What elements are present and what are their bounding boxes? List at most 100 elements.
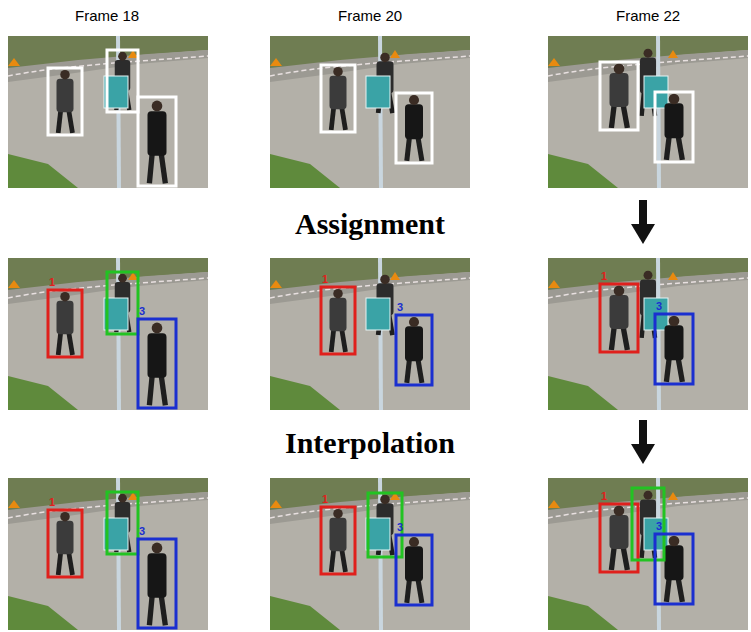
person-head	[669, 536, 680, 547]
frame-heading: Frame 22	[616, 8, 680, 23]
person-head	[409, 317, 419, 327]
video-frame	[270, 36, 470, 188]
step-heading: Assignment	[295, 209, 445, 239]
traffic-cone	[8, 500, 20, 508]
track-id: 3	[139, 526, 145, 537]
person-head	[152, 323, 163, 334]
track-id: 1	[49, 497, 55, 508]
person-head	[644, 491, 653, 500]
person-head	[614, 63, 625, 74]
bounding-box	[655, 314, 693, 384]
pole	[658, 36, 659, 188]
person-coat	[330, 298, 347, 332]
pavement	[548, 258, 748, 410]
tape	[270, 498, 470, 518]
sign	[366, 76, 390, 108]
grass	[8, 376, 78, 410]
bounding-box	[321, 287, 355, 354]
person-head	[380, 495, 390, 505]
person-coat	[57, 79, 74, 113]
pavement	[270, 258, 470, 410]
person-head	[669, 316, 680, 327]
person-coat	[665, 545, 684, 580]
grass	[270, 596, 340, 630]
video-frame	[8, 478, 208, 630]
traffic-cone	[668, 50, 678, 58]
bounding-box	[48, 290, 82, 357]
track-id: 1	[601, 271, 607, 282]
person-head	[152, 543, 163, 554]
person-coat	[330, 76, 347, 110]
track-id: 1	[49, 277, 55, 288]
person-head	[614, 285, 625, 296]
traffic-cone	[548, 500, 560, 508]
traffic-cone	[548, 280, 560, 288]
video-frame	[270, 478, 470, 630]
bounding-box	[107, 50, 138, 112]
person-head	[60, 70, 70, 80]
traffic-cone	[668, 492, 678, 500]
grass	[8, 596, 78, 630]
frame-heading: Frame 18	[75, 8, 139, 23]
person-coat	[610, 73, 629, 107]
track-id: 3	[397, 522, 403, 533]
bounding-box	[632, 488, 664, 560]
person-head	[380, 275, 390, 285]
grass	[270, 376, 340, 410]
person-coat	[665, 103, 684, 138]
bounding-box	[138, 97, 176, 186]
traffic-cone	[270, 280, 282, 288]
person-head	[60, 512, 70, 522]
bounding-box	[655, 534, 693, 604]
video-frame	[548, 36, 748, 188]
pavement	[548, 36, 748, 188]
video-frame	[8, 258, 208, 410]
grass	[270, 154, 340, 188]
video-frame	[548, 258, 748, 410]
person-head	[333, 289, 343, 299]
track-id: 3	[656, 301, 662, 312]
pole	[658, 258, 659, 410]
track-id: 3	[397, 302, 403, 313]
pavement	[8, 36, 208, 188]
traffic-cone	[270, 58, 282, 66]
grass	[548, 376, 618, 410]
bounding-box	[655, 92, 693, 162]
bounding-box	[138, 539, 176, 628]
track-id: 3	[139, 306, 145, 317]
bounding-box	[396, 535, 432, 605]
grass	[548, 154, 618, 188]
video-frame	[548, 478, 748, 630]
person-head	[614, 505, 625, 516]
frame-heading: Frame 20	[338, 8, 402, 23]
sign	[366, 518, 390, 550]
track-id: 1	[601, 491, 607, 502]
person-head	[644, 271, 653, 280]
person-head	[380, 53, 390, 63]
person-coat	[148, 333, 167, 378]
person-coat	[610, 515, 629, 549]
person-coat	[405, 546, 423, 581]
bounding-box	[321, 65, 355, 132]
person-coat	[148, 553, 167, 598]
person-head	[669, 94, 680, 105]
person-head	[152, 101, 163, 112]
bounding-box	[396, 93, 432, 163]
sign	[366, 298, 390, 330]
traffic-cone	[8, 280, 20, 288]
person-coat	[330, 518, 347, 552]
person-head	[333, 67, 343, 77]
down-arrow	[631, 200, 655, 244]
traffic-cone	[390, 272, 400, 280]
video-frame	[270, 258, 470, 410]
bounding-box	[138, 319, 176, 408]
video-frame	[8, 36, 208, 188]
grass	[548, 596, 618, 630]
bounding-box	[600, 284, 638, 352]
grass	[8, 154, 78, 188]
bounding-box	[107, 272, 138, 334]
person-coat	[57, 301, 74, 335]
pavement	[548, 478, 748, 630]
person-coat	[405, 326, 423, 361]
